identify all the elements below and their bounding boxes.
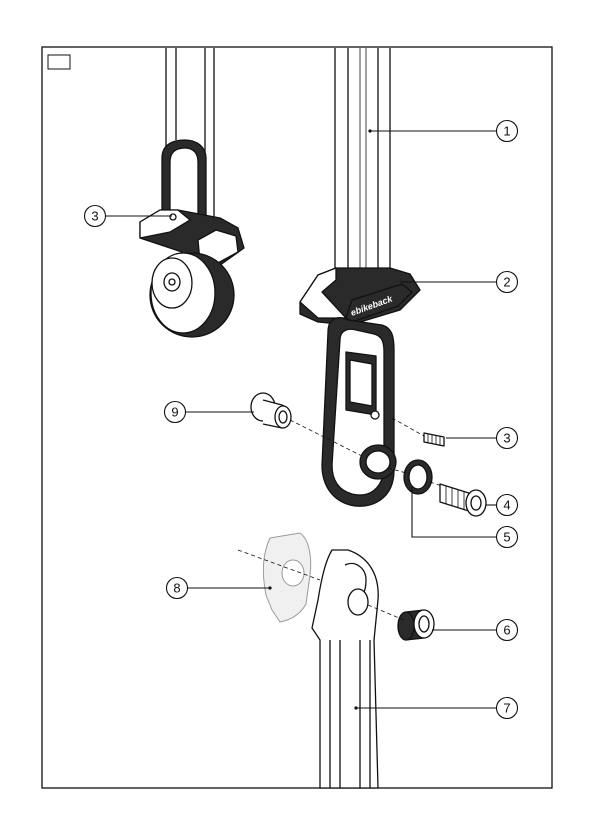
callout-9: 9 bbox=[165, 402, 186, 423]
spring-washer bbox=[404, 460, 432, 494]
main-assembly: ebikeback bbox=[251, 48, 486, 788]
pivot-bolt bbox=[440, 484, 486, 516]
callout-1: 1 bbox=[497, 121, 518, 142]
svg-text:8: 8 bbox=[173, 581, 180, 596]
svg-text:2: 2 bbox=[503, 275, 510, 290]
callouts: 1 2 3 3 4 5 6 7 bbox=[85, 121, 518, 719]
arm-tube bbox=[335, 48, 390, 300]
svg-text:6: 6 bbox=[503, 623, 510, 638]
callout-2: 2 bbox=[497, 272, 518, 293]
mounting-plate bbox=[263, 533, 310, 622]
svg-text:1: 1 bbox=[503, 124, 510, 139]
callout-3b: 3 bbox=[497, 428, 518, 449]
lower-arm bbox=[312, 550, 378, 788]
svg-text:9: 9 bbox=[171, 405, 178, 420]
frame-border bbox=[42, 47, 552, 788]
clamp-block: ebikeback bbox=[300, 268, 420, 325]
spacer-bushing bbox=[398, 610, 434, 640]
left-detail-view bbox=[140, 48, 244, 337]
callout-7: 7 bbox=[497, 698, 518, 719]
svg-text:3: 3 bbox=[503, 431, 510, 446]
set-screw bbox=[424, 433, 444, 446]
callout-8: 8 bbox=[167, 578, 188, 599]
svg-text:3: 3 bbox=[91, 209, 98, 224]
callout-3a: 3 bbox=[85, 206, 106, 227]
slot-plate bbox=[322, 318, 396, 506]
svg-text:5: 5 bbox=[503, 530, 510, 545]
corner-box bbox=[48, 55, 70, 69]
callout-5: 5 bbox=[497, 527, 518, 548]
callout-6: 6 bbox=[497, 620, 518, 641]
svg-text:4: 4 bbox=[503, 498, 510, 513]
svg-text:7: 7 bbox=[503, 701, 510, 716]
callout-4: 4 bbox=[497, 495, 518, 516]
flanged-bushing bbox=[251, 393, 291, 428]
